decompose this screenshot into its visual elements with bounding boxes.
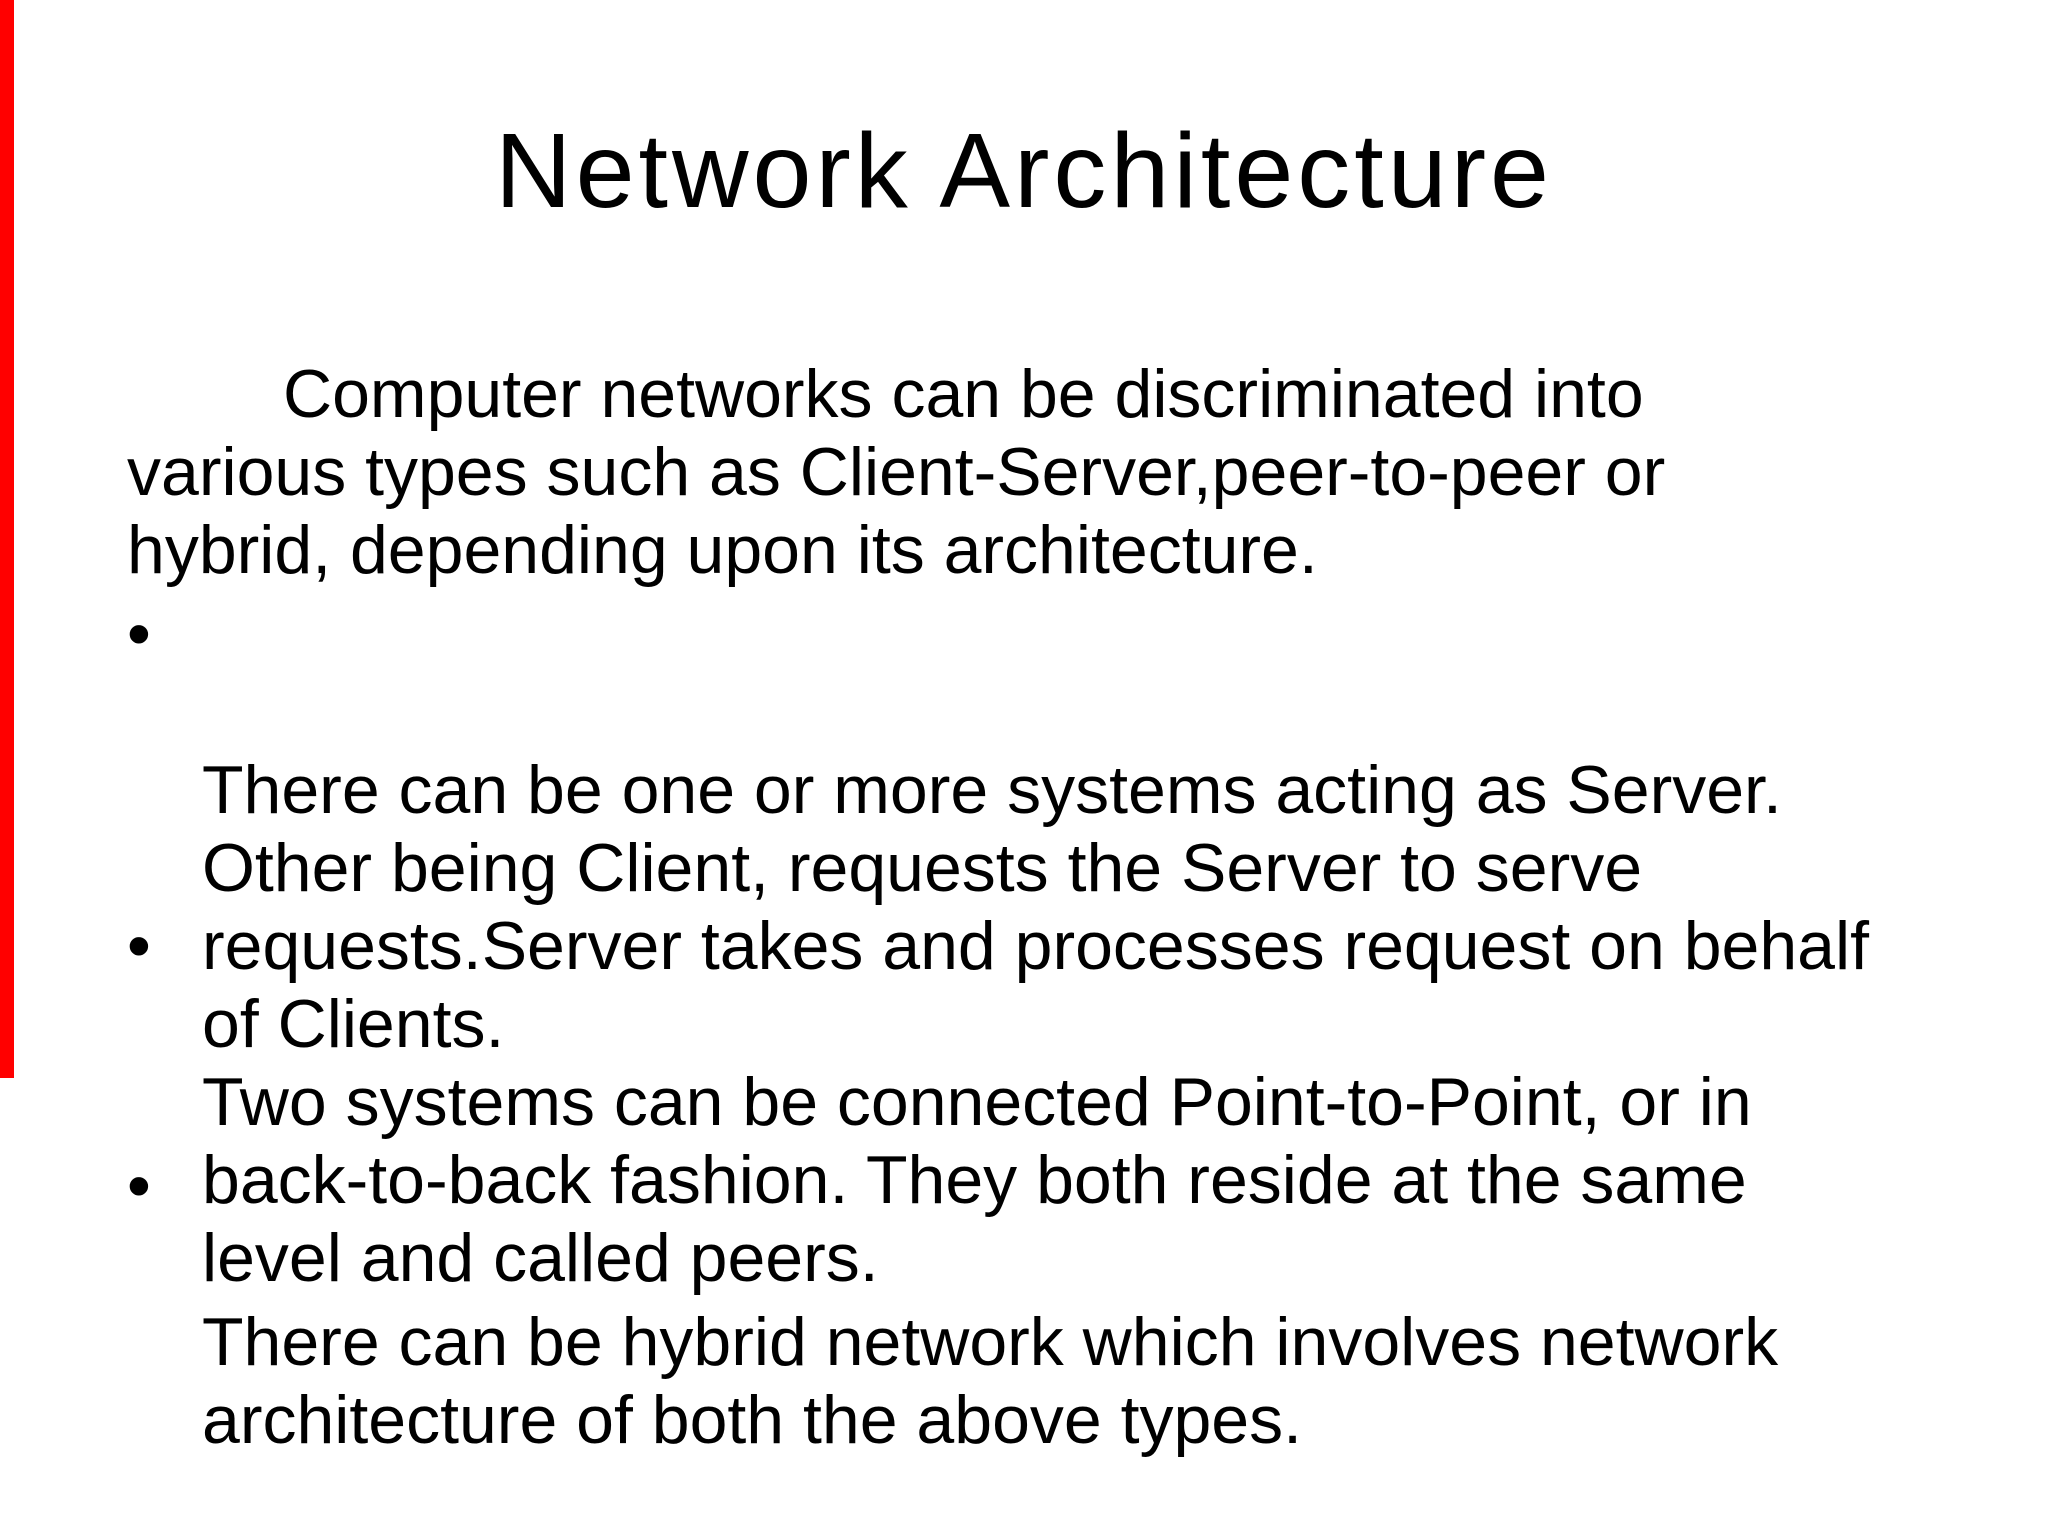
- left-edge-red-bar: [0, 0, 14, 1078]
- slide-title: Network Architecture: [495, 112, 1553, 230]
- bullet-text-2: Two systems can be connected Point-to-Po…: [202, 1064, 1752, 1296]
- bullet-item-2: • Two systems can be connected Point-to-…: [127, 907, 1977, 1297]
- bullet-marker: •: [127, 908, 151, 984]
- bullet-text-1: There can be one or more systems acting …: [202, 752, 1869, 1062]
- intro-paragraph: Computer networks can be discriminated i…: [127, 356, 1666, 588]
- bullet-text-3: There can be hybrid network which involv…: [202, 1304, 1779, 1458]
- bullet-item-1: • There can be one or more systems actin…: [127, 595, 1977, 1063]
- bullet-marker: •: [127, 1148, 151, 1224]
- bullet-marker: •: [127, 596, 151, 672]
- bullet-item-3: • There can be hybrid network which invo…: [127, 1147, 1977, 1459]
